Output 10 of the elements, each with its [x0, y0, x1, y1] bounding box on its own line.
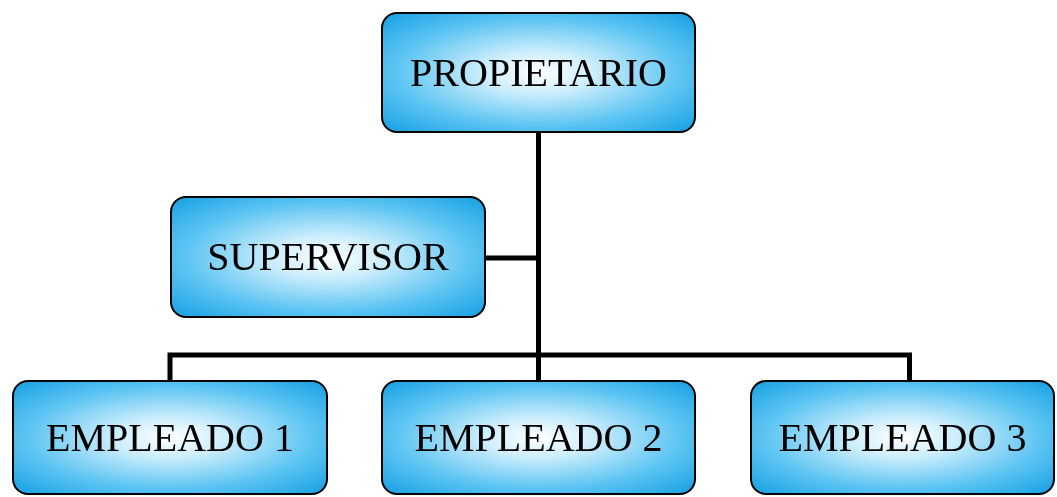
role-box [750, 380, 1055, 495]
role-label: PROPIETARIO [410, 48, 667, 97]
role-box [381, 12, 696, 133]
role-box [381, 380, 696, 495]
role-box [170, 196, 486, 318]
role-label: EMPLEADO 2 [414, 413, 663, 462]
role-label: EMPLEADO 3 [778, 413, 1027, 462]
role-label: EMPLEADO 1 [46, 413, 294, 462]
role-box [12, 380, 328, 495]
role-label: SUPERVISOR [207, 233, 449, 281]
